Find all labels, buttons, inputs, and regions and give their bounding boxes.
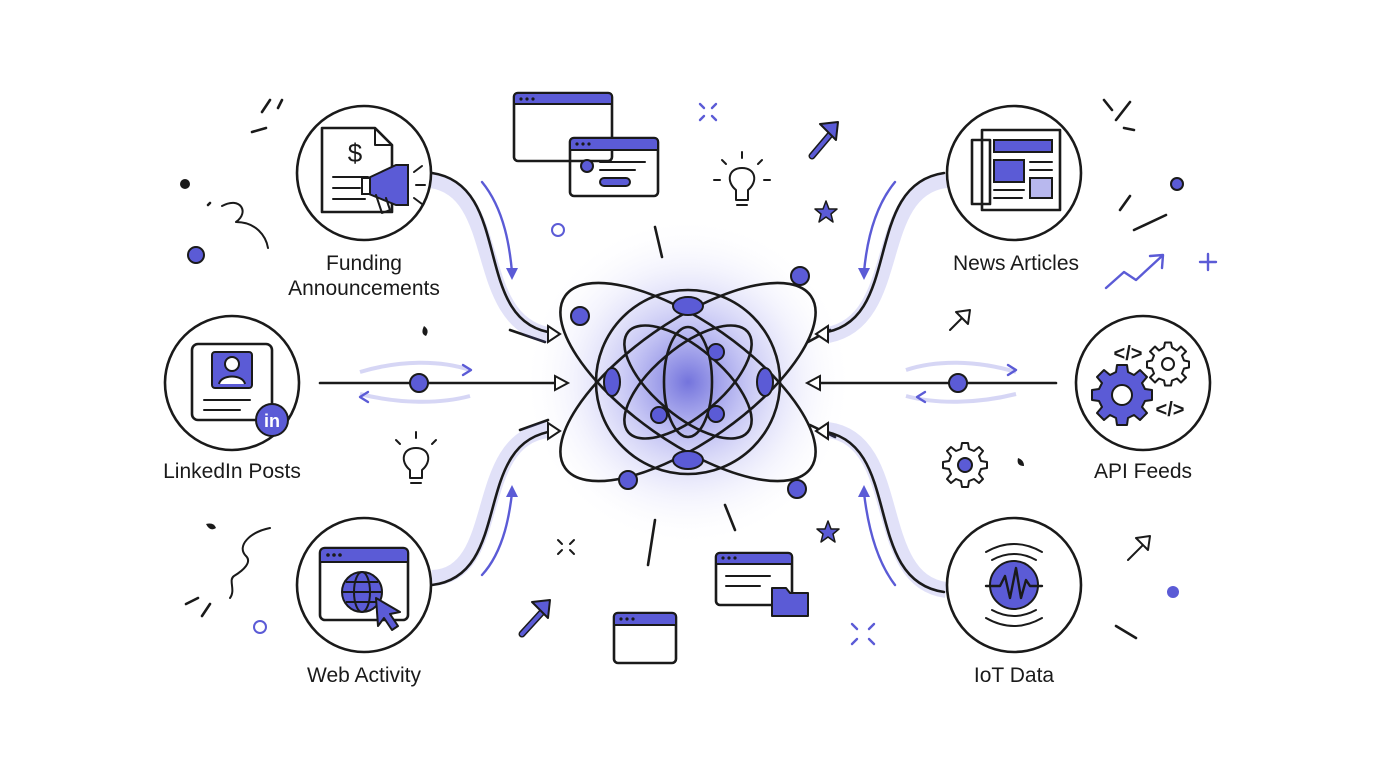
gear-icon [942,442,988,488]
iot-label: IoT Data [974,664,1054,687]
dot-icon [187,246,205,264]
dot-icon [180,179,190,189]
sparkle-icon [557,539,575,555]
sensor-signal-wave-icon [984,543,1044,627]
lightbulb-icon [713,151,771,206]
linkedin-profile-card-icon [190,342,274,422]
source-linkedin-posts: in LinkedIn Posts [163,314,301,483]
decorations [180,98,1218,646]
source-web-activity: Web Activity [295,516,433,687]
trend-line-icon [1104,253,1165,290]
floating-browser-window-top-2 [568,136,660,198]
ring-icon [253,620,267,634]
api-label: API Feeds [1094,460,1192,483]
source-api-feeds: </> </> API Feeds [1074,314,1212,483]
drop-icon [1017,458,1024,466]
floating-browser-window-top-1 [512,91,614,163]
arrow-up-right-icon [518,599,551,638]
squiggle-icon [229,527,271,599]
linkedin-badge-icon: in [255,403,289,437]
sparkle-icon [850,622,876,646]
funding-label-line-2: Announcements [288,277,440,300]
squiggle-icon [221,201,269,249]
linkedin-badge-text: in [264,411,280,431]
source-iot-data: IoT Data [945,516,1083,687]
floating-browser-window-bottom-2 [612,611,678,665]
arrow-up-right-icon [1127,535,1151,561]
lightbulb-icon [395,431,437,484]
sparkle-icon [698,102,718,122]
code-gears-icon: </> </> [1091,341,1190,426]
hub-glow [523,217,853,547]
central-hub [508,217,853,567]
dot-icon [1170,177,1184,191]
linkedin-label: LinkedIn Posts [163,460,301,483]
dash-marks [184,98,1168,640]
source-funding-announcements: $ Funding Announcements [288,104,440,300]
drop-icon [422,326,428,336]
api-circle [1074,314,1212,452]
api-code-glyph-top: </> [1114,343,1143,365]
news-circle [945,104,1083,242]
iot-circle [945,516,1083,654]
linkedin-circle [163,314,301,452]
funding-label-line-1: Funding [326,252,402,275]
web-label: Web Activity [307,664,421,687]
api-small-gear-icon [1146,341,1190,387]
news-label: News Articles [953,252,1079,275]
star-icon [814,200,838,223]
api-code-glyph-bottom: </> [1156,399,1185,421]
floating-browser-window-bottom-1 [714,551,809,617]
funding-circle [295,104,433,242]
ring-icon [551,223,565,237]
connectors [318,171,1058,598]
plus-sparkle-icon [1198,252,1218,272]
dot-icon [1167,586,1179,598]
web-circle [295,516,433,654]
funding-document-megaphone-icon: $ [320,126,426,214]
drop-icon [206,523,216,530]
arrow-up-right-icon [808,121,839,160]
arrow-up-right-icon [949,309,971,331]
newspaper-icon [970,128,1062,212]
svg-text:$: $ [348,138,363,168]
star-icon [816,520,840,543]
source-news-articles: News Articles [945,104,1083,275]
hub-nodes [570,266,810,499]
api-large-gear-icon [1091,364,1153,426]
browser-globe-cursor-icon [318,546,410,631]
